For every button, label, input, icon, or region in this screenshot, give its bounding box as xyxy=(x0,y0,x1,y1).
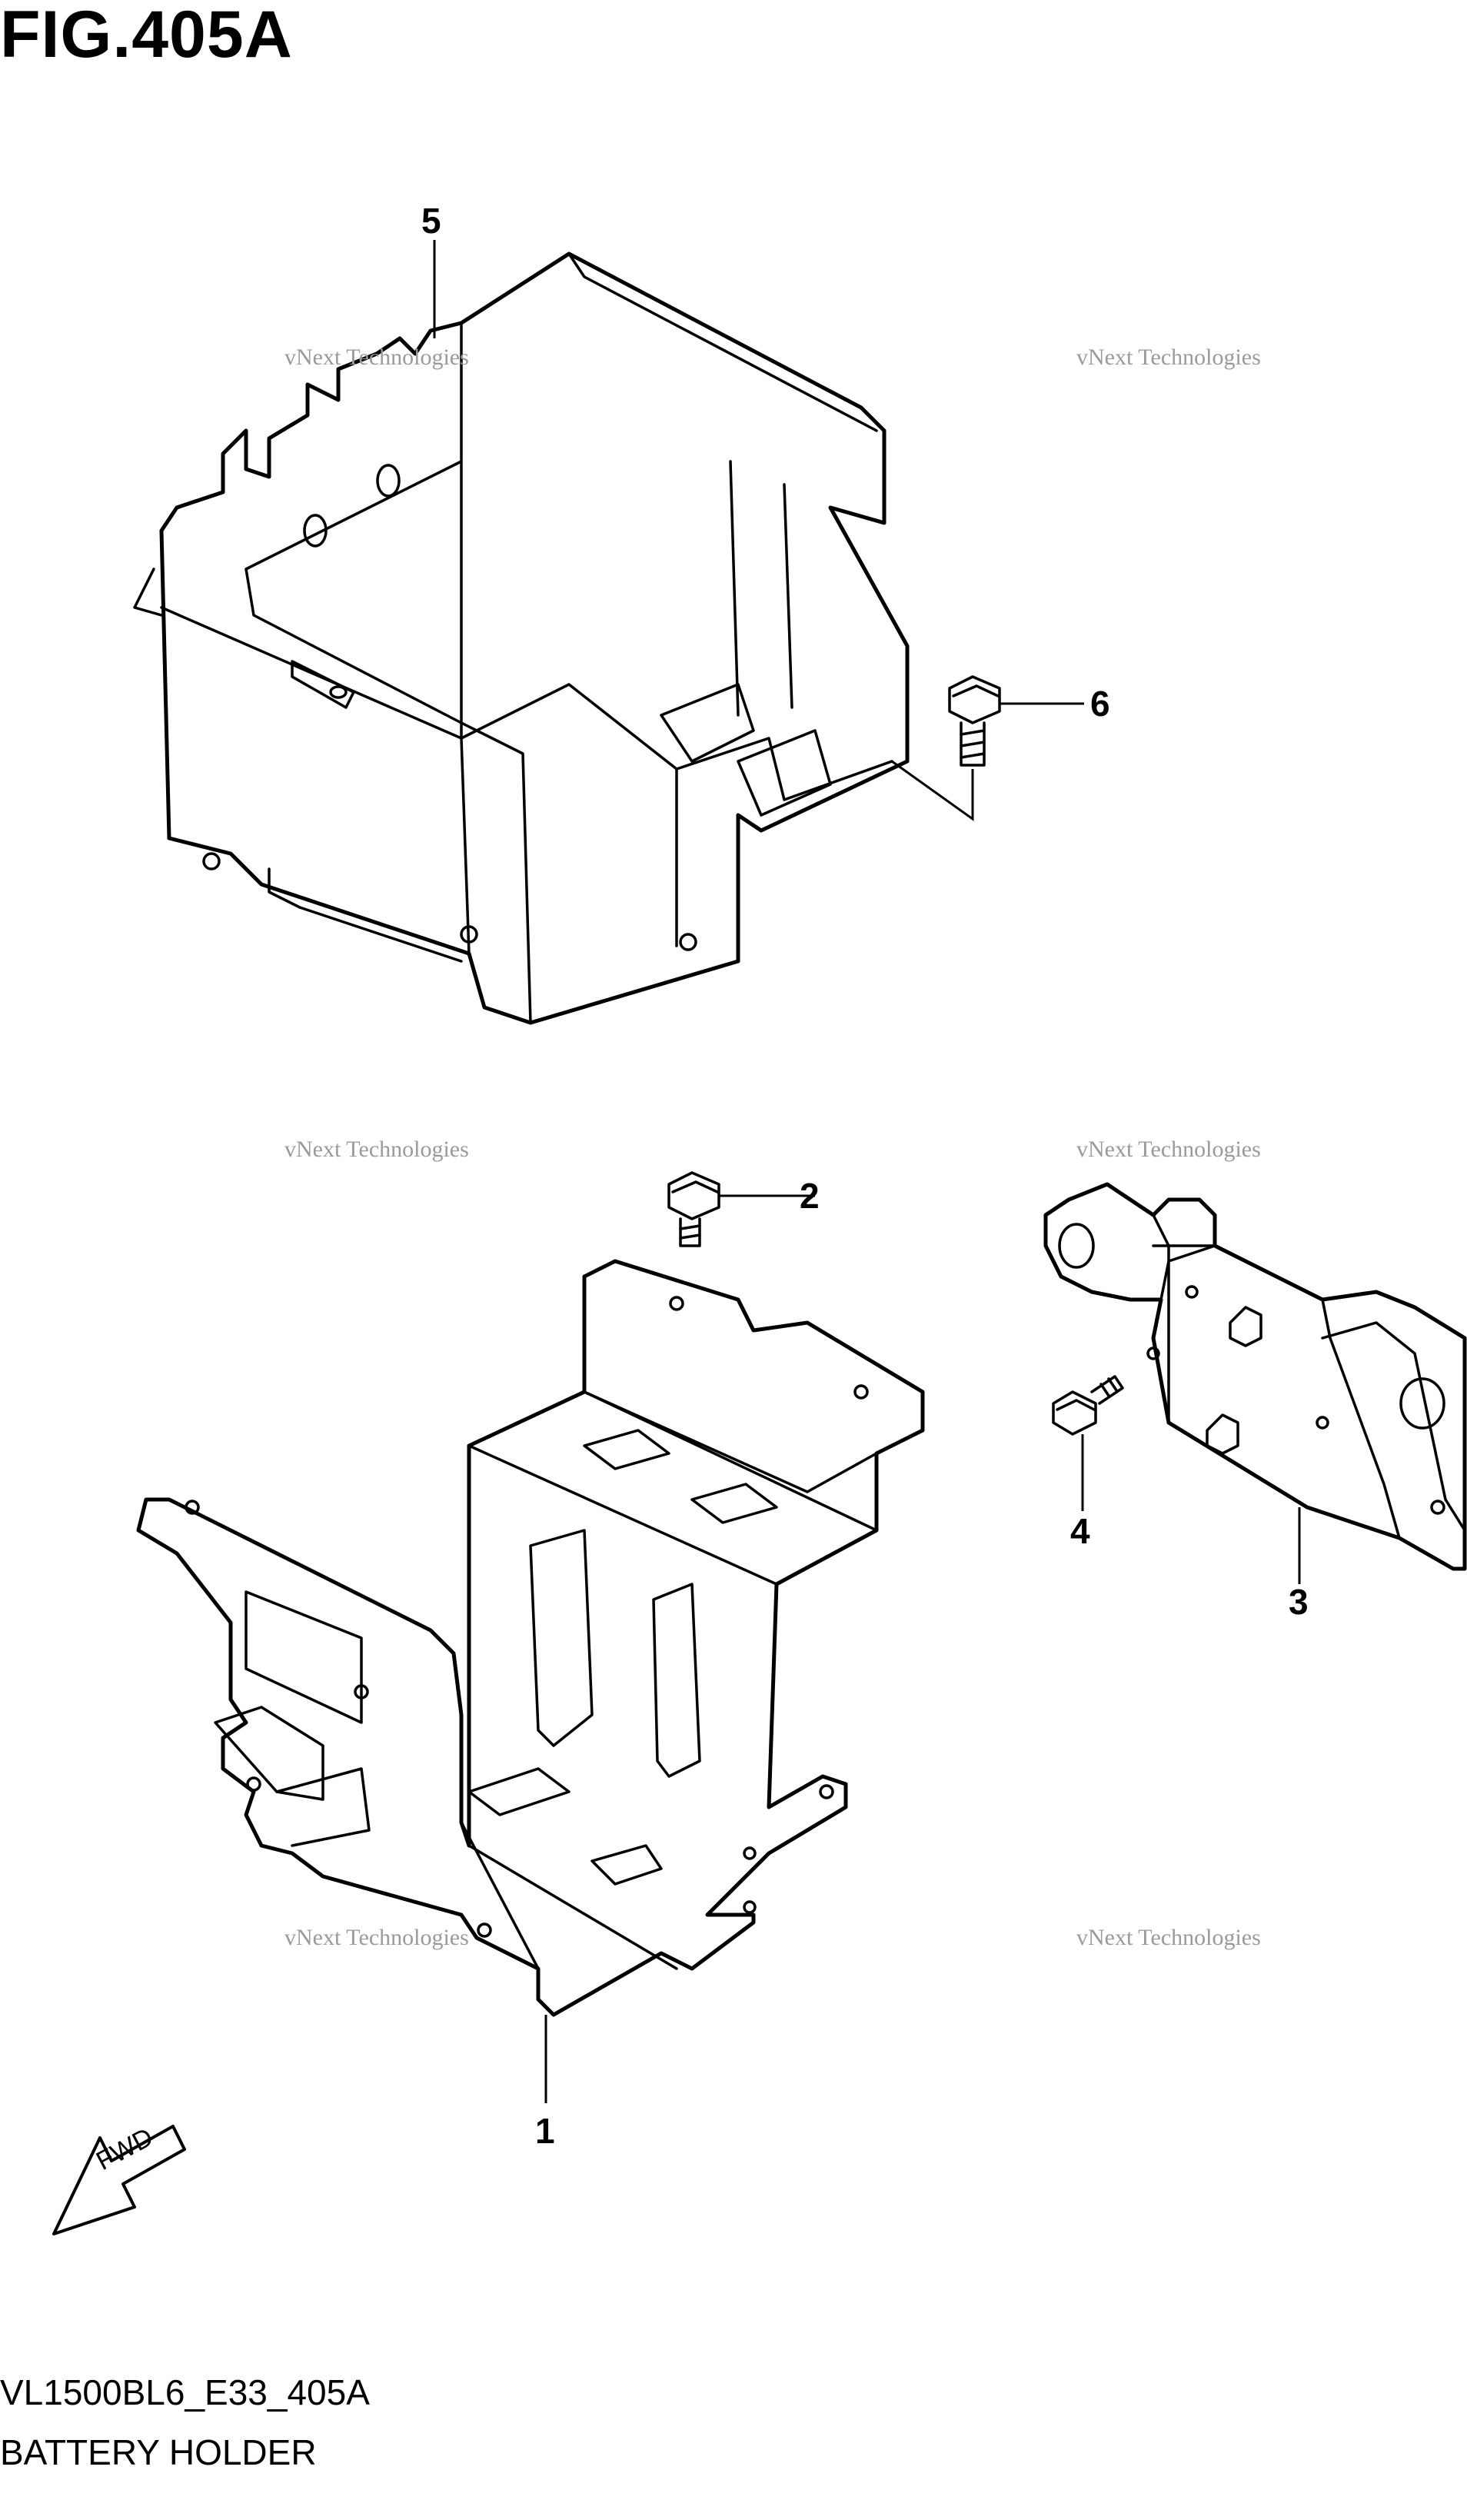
leader-6b xyxy=(891,760,974,821)
callout-4: 4 xyxy=(1070,1511,1090,1551)
part-bolt-2 xyxy=(667,1171,720,1247)
part-battery-case xyxy=(133,251,910,1025)
part-bolt-6 xyxy=(948,675,1001,767)
callout-2: 2 xyxy=(800,1176,820,1216)
fwd-arrow-icon xyxy=(52,2125,186,2235)
part-bolt-4 xyxy=(1052,1375,1124,1436)
figure-title: FIG.405A xyxy=(0,0,293,72)
figure-name: BATTERY HOLDER xyxy=(0,2432,317,2472)
part-side-bracket xyxy=(1043,1182,1467,1571)
part-battery-bracket xyxy=(136,1259,925,2017)
callout-3: 3 xyxy=(1289,1582,1309,1622)
callout-6: 6 xyxy=(1090,684,1110,724)
callout-5: 5 xyxy=(421,201,441,241)
callout-1: 1 xyxy=(535,2111,555,2151)
figure-code: VL1500BL6_E33_405A xyxy=(0,2372,370,2412)
